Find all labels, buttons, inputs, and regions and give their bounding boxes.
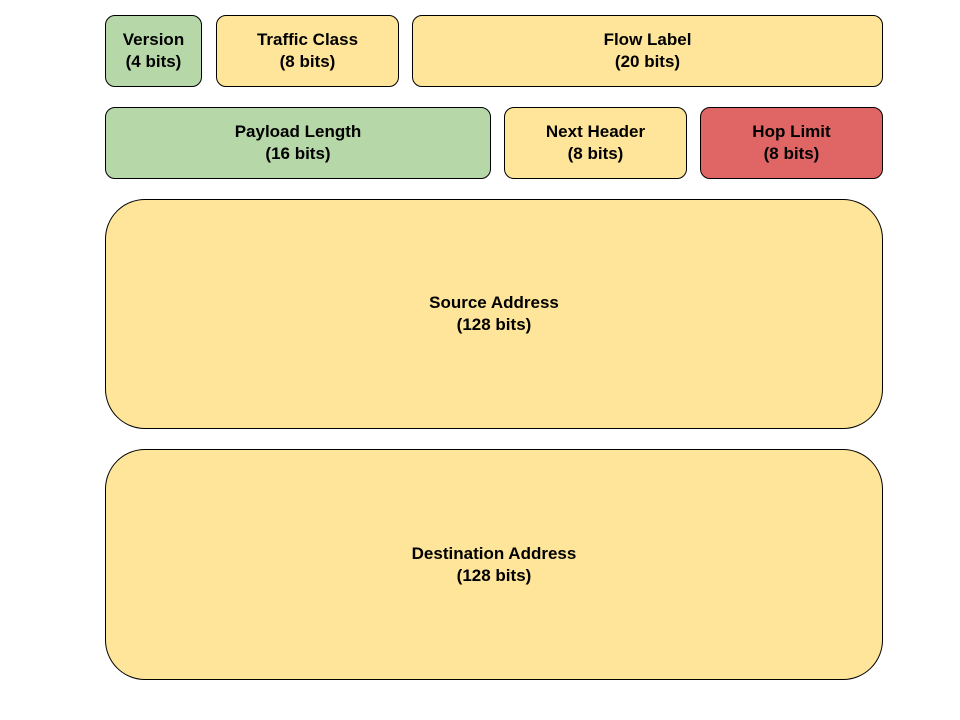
hop-limit-field-size: (8 bits) (763, 144, 820, 163)
source-address-field-size: (128 bits) (456, 315, 532, 334)
destination-address-field: Destination Address (128 bits) (105, 449, 883, 680)
payload-length-field-name: Payload Length (234, 122, 362, 141)
source-address-field: Source Address (128 bits) (105, 199, 883, 429)
version-field: Version (4 bits) (105, 15, 202, 87)
flow-label-field-name: Flow Label (603, 30, 692, 49)
traffic-class-field-size: (8 bits) (279, 52, 336, 71)
next-header-field-size: (8 bits) (567, 144, 624, 163)
source-address-field-name: Source Address (429, 293, 559, 312)
next-header-field: Next Header (8 bits) (504, 107, 687, 179)
next-header-field-name: Next Header (545, 122, 646, 141)
version-field-size: (4 bits) (125, 52, 182, 71)
version-field-name: Version (122, 30, 185, 49)
payload-length-field-size: (16 bits) (265, 144, 331, 163)
payload-length-field: Payload Length (16 bits) (105, 107, 491, 179)
flow-label-field: Flow Label (20 bits) (412, 15, 883, 87)
destination-address-field-name: Destination Address (411, 543, 577, 563)
flow-label-field-size: (20 bits) (614, 52, 681, 71)
traffic-class-field-name: Traffic Class (256, 30, 359, 49)
destination-address-field-size: (128 bits) (456, 565, 532, 585)
traffic-class-field: Traffic Class (8 bits) (216, 15, 399, 87)
hop-limit-field: Hop Limit (8 bits) (700, 107, 883, 179)
hop-limit-field-name: Hop Limit (752, 122, 831, 141)
